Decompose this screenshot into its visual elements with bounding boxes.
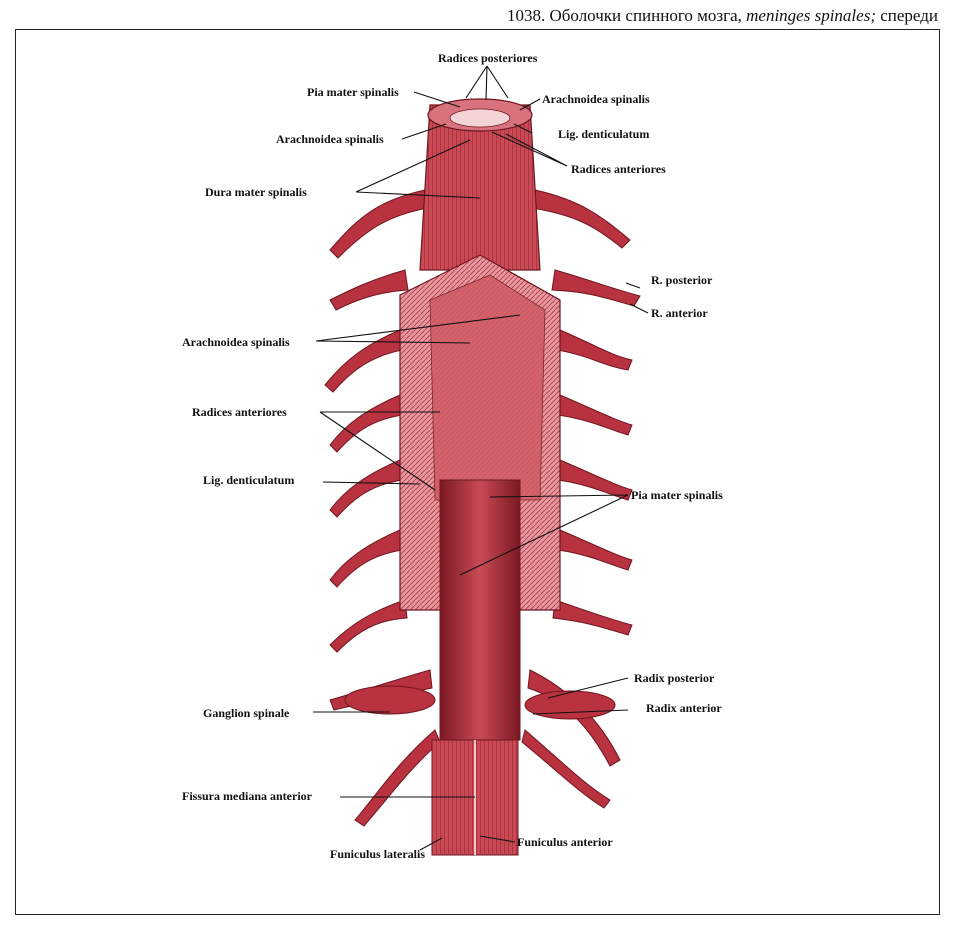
label-funiculus-anterior: Funiculus anterior	[517, 835, 613, 849]
label-radix-anterior: Radix anterior	[646, 701, 722, 715]
leader-lines	[313, 65, 649, 851]
ganglion-right	[524, 690, 616, 720]
caption-number: 1038.	[507, 6, 546, 25]
label-r-anterior: R. anterior	[651, 306, 708, 320]
spinal-nerves	[324, 189, 641, 827]
label-lig-denticulatum-mid: Lig. denticulatum	[203, 473, 294, 487]
label-pia-mater-top: Pia mater spinalis	[307, 85, 399, 99]
label-r-posterior: R. posterior	[651, 273, 713, 287]
figure-caption: 1038. Оболочки спинного мозга, meninges …	[507, 6, 938, 26]
label-arachnoidea-top-right: Arachnoidea spinalis	[542, 92, 650, 106]
caption-latin: meninges spinales;	[746, 6, 876, 25]
arachnoid-layer	[429, 274, 546, 501]
label-lig-denticulatum-top: Lig. denticulatum	[558, 127, 649, 141]
figure-frame	[15, 29, 940, 915]
label-dura-mater: Dura mater spinalis	[205, 185, 307, 199]
label-radix-posterior: Radix posterior	[634, 671, 715, 685]
label-fissura-mediana: Fissura mediana anterior	[182, 789, 313, 803]
label-arachnoidea-top-left: Arachnoidea spinalis	[276, 132, 384, 146]
label-radices-anteriores-mid: Radices anteriores	[192, 405, 287, 419]
label-arachnoidea-mid: Arachnoidea spinalis	[182, 335, 290, 349]
cord-grey-matter	[449, 108, 511, 128]
spinal-cord	[439, 479, 521, 741]
label-funiculus-lateralis: Funiculus lateralis	[330, 847, 425, 861]
label-radices-posteriores: Radices posteriores	[438, 51, 538, 65]
ganglion-left	[344, 685, 436, 715]
caption-view: спереди	[880, 6, 938, 25]
labels: Radices posteriores Pia mater spinalis A…	[182, 51, 723, 861]
label-ganglion-spinale: Ganglion spinale	[203, 706, 290, 720]
label-radices-anteriores-top: Radices anteriores	[571, 162, 666, 176]
label-pia-mater-mid: Pia mater spinalis	[631, 488, 723, 502]
caption-title: Оболочки спинного мозга,	[549, 6, 742, 25]
